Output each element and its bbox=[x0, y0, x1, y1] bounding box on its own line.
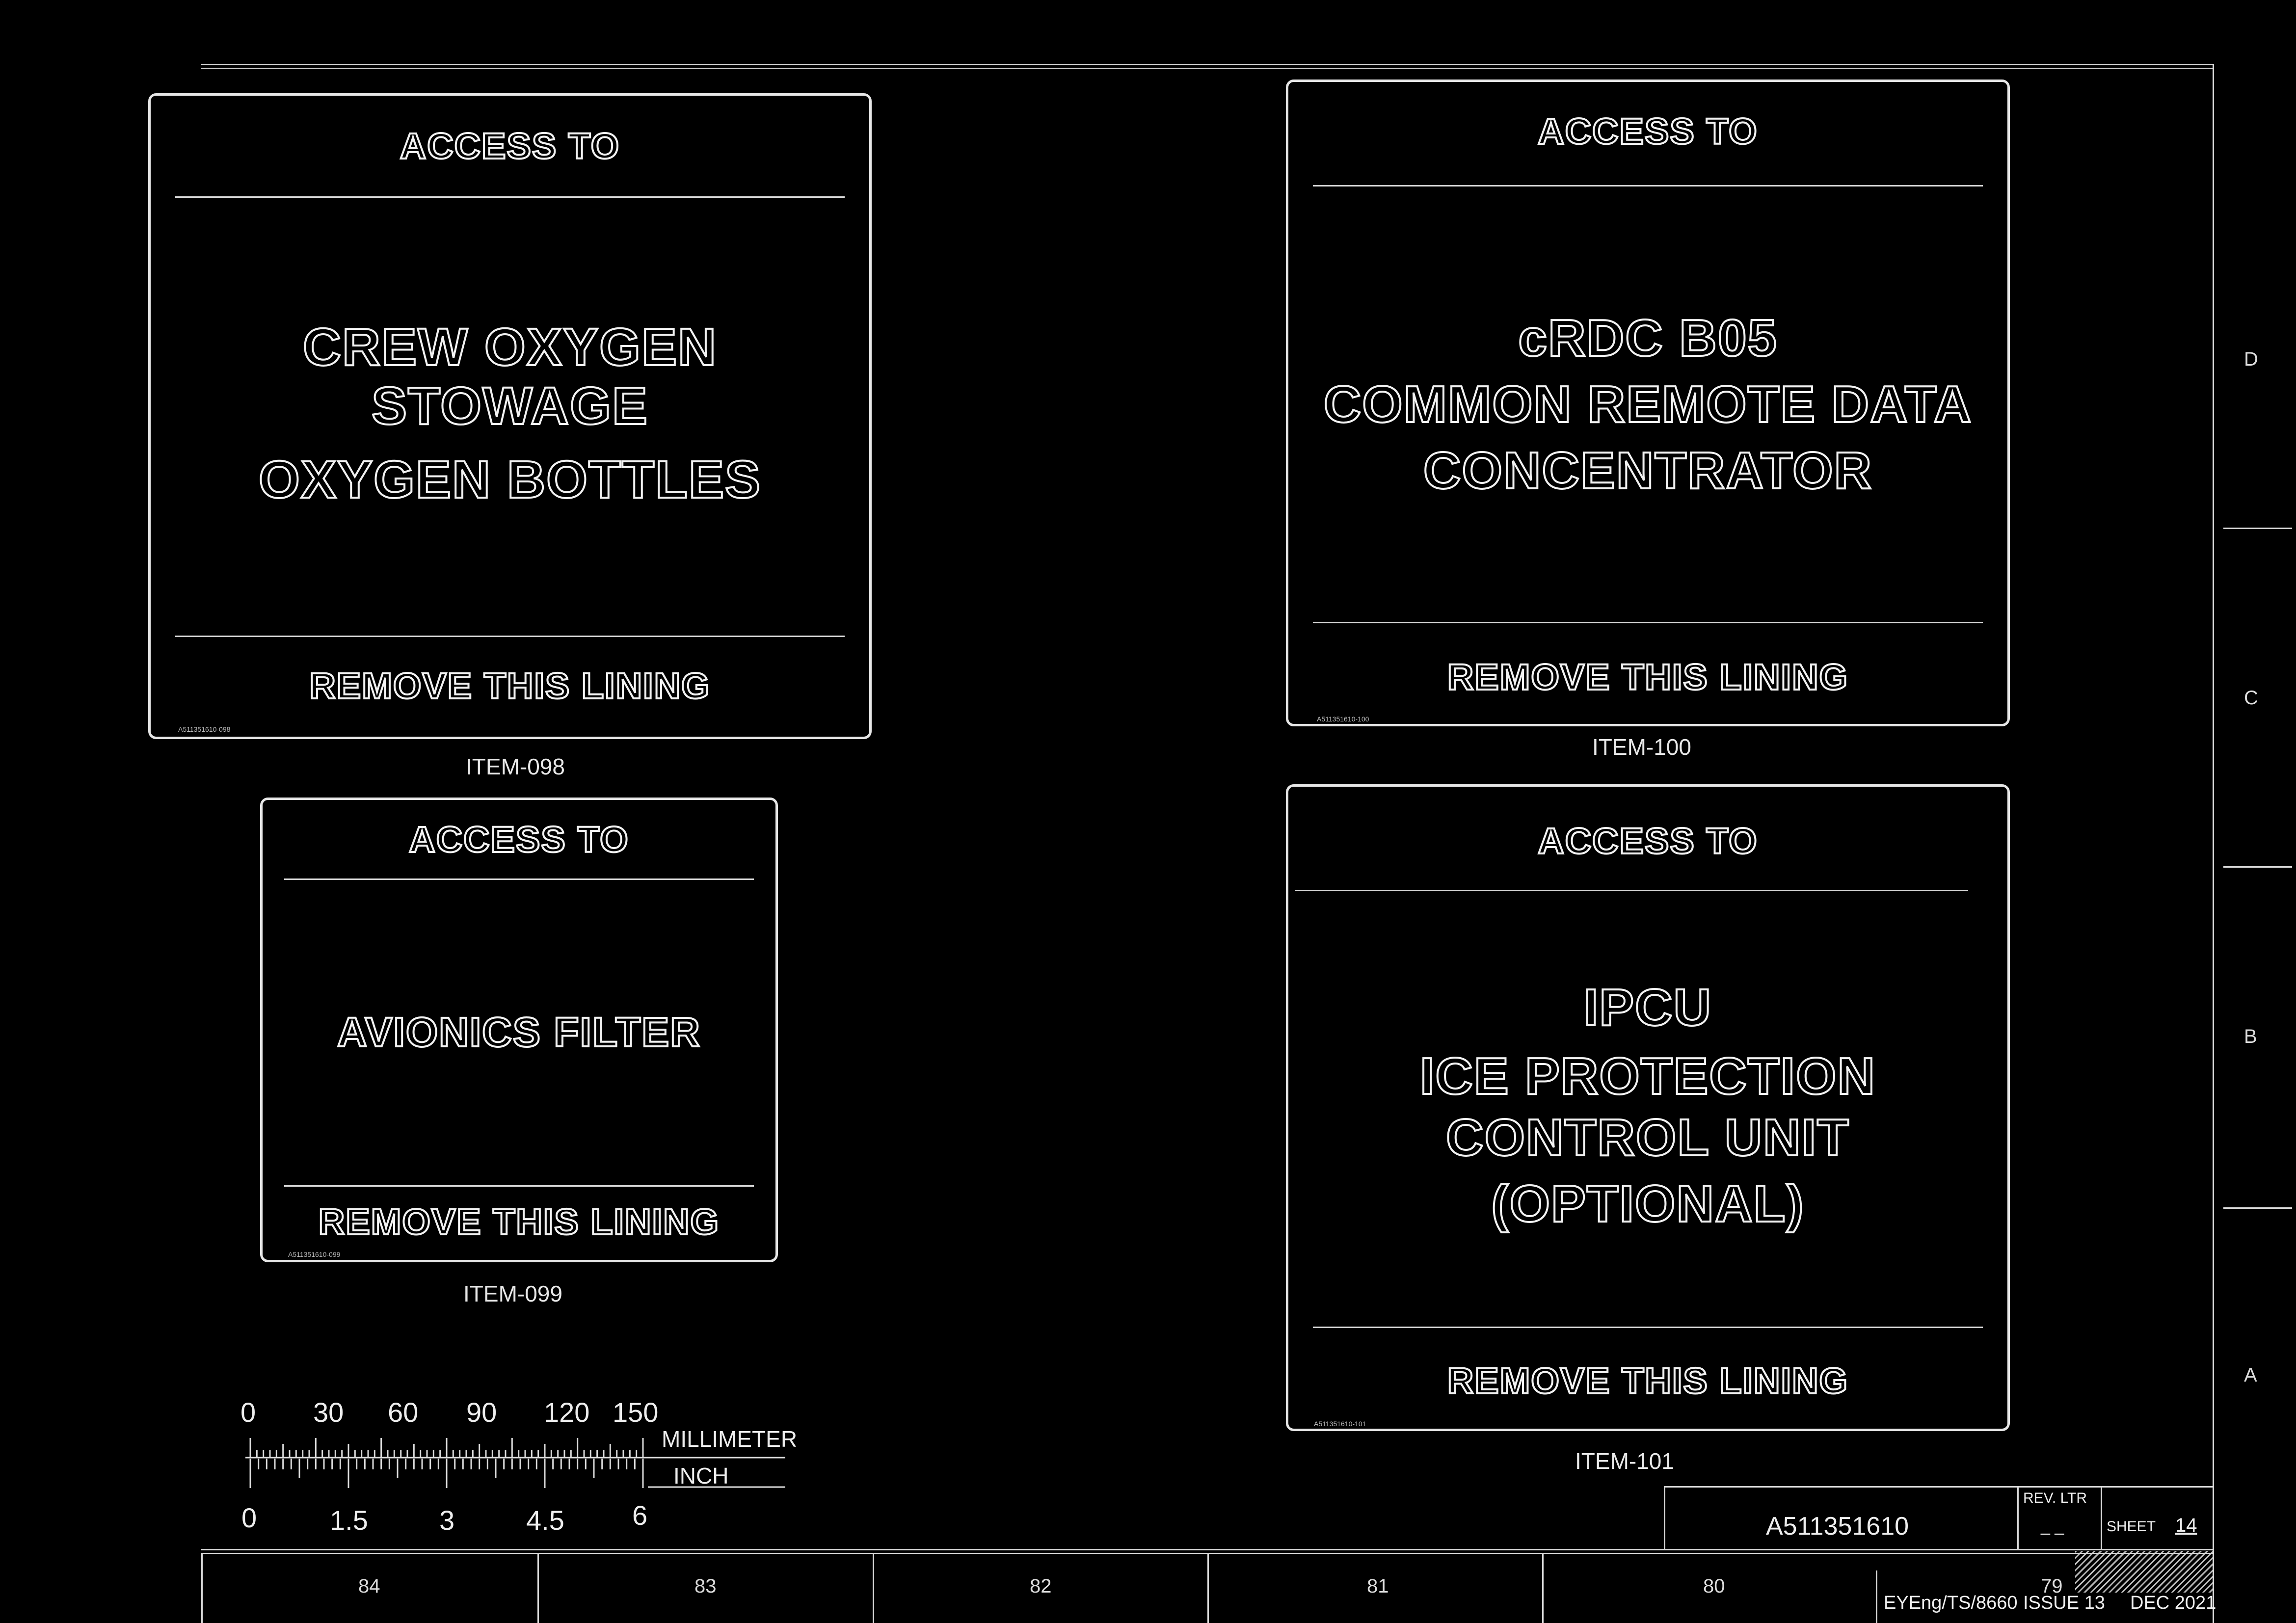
label-item-099: ACCESS TO AVIONICS FILTER REMOVE THIS LI… bbox=[260, 798, 778, 1262]
bottom-border bbox=[201, 1549, 2214, 1550]
ruler-mm-tick: 30 bbox=[313, 1397, 344, 1428]
zone-strip-divider bbox=[201, 1553, 203, 1623]
label-code: A511351610-098 bbox=[178, 725, 231, 733]
ruler-scale-graphic bbox=[245, 1438, 785, 1488]
zone-number-84: 84 bbox=[358, 1575, 380, 1597]
title-block-divider bbox=[2101, 1486, 2102, 1549]
label-divider-top bbox=[175, 196, 845, 198]
label-item-100: ACCESS TO cRDC B05 COMMON REMOTE DATA CO… bbox=[1286, 80, 2010, 726]
issue-number: ISSUE 13 bbox=[2023, 1593, 2105, 1613]
zone-letter-a: A bbox=[2244, 1364, 2257, 1386]
zone-strip-divider bbox=[1207, 1553, 1209, 1623]
sheet-label: SHEET bbox=[2107, 1518, 2156, 1535]
label-body-line: ICE PROTECTION bbox=[1419, 1046, 1876, 1106]
ruler-mm-tick: 0 bbox=[240, 1397, 256, 1428]
ruler-inch-tick: 3 bbox=[439, 1505, 455, 1536]
zone-number-82: 82 bbox=[1030, 1575, 1052, 1597]
right-border bbox=[2213, 64, 2214, 1623]
rev-ltr-value: _ _ bbox=[2041, 1517, 2064, 1535]
ruler-inch-label: INCH bbox=[673, 1463, 729, 1489]
zone-number-81: 81 bbox=[1367, 1575, 1389, 1597]
label-divider-bottom bbox=[175, 636, 845, 637]
label-code: A511351610-101 bbox=[1314, 1420, 1366, 1428]
zone-divider bbox=[2223, 866, 2292, 868]
label-divider-top bbox=[1295, 890, 1968, 891]
ruler-inch-tick: 4.5 bbox=[526, 1505, 564, 1536]
label-body-line: (OPTIONAL) bbox=[1490, 1174, 1805, 1234]
zone-letter-b: B bbox=[2244, 1026, 2257, 1047]
drawing-number: A511351610 bbox=[1766, 1512, 1909, 1541]
rev-ltr-label: REV. LTR bbox=[2023, 1490, 2087, 1506]
label-body-line: CREW OXYGEN bbox=[302, 316, 718, 377]
ruler-inch-tick: 6 bbox=[632, 1500, 648, 1531]
title-block-divider bbox=[2017, 1486, 2019, 1549]
document-reference: EYEng/TS/8660 bbox=[1884, 1593, 2018, 1613]
title-block-top bbox=[1664, 1486, 2214, 1488]
zone-strip-divider bbox=[1876, 1570, 1877, 1623]
label-header: ACCESS TO bbox=[408, 818, 629, 861]
ruler-mm-label: MILLIMETER bbox=[662, 1426, 798, 1452]
label-body-line: COMMON REMOTE DATA bbox=[1323, 374, 1973, 434]
zone-strip-divider bbox=[537, 1553, 539, 1623]
title-block-left bbox=[1664, 1486, 1665, 1549]
label-header: ACCESS TO bbox=[399, 125, 620, 167]
label-divider-top bbox=[284, 878, 754, 880]
ruler-inch-tick: 0 bbox=[241, 1502, 257, 1533]
zone-divider bbox=[2223, 1207, 2292, 1209]
zone-strip-divider bbox=[1542, 1553, 1544, 1623]
label-footer: REMOVE THIS LINING bbox=[1446, 1359, 1849, 1402]
label-body-line: cRDC B05 bbox=[1517, 308, 1778, 368]
label-divider-bottom bbox=[284, 1185, 754, 1187]
issue-date: DEC 2021 bbox=[2130, 1593, 2216, 1613]
item-caption: ITEM-099 bbox=[463, 1281, 562, 1306]
label-divider-top bbox=[1313, 185, 1983, 186]
label-footer: REMOVE THIS LINING bbox=[1446, 656, 1849, 698]
ruler-inch-tick: 1.5 bbox=[330, 1505, 368, 1536]
zone-number-80: 80 bbox=[1703, 1575, 1725, 1597]
ruler-mm-tick: 150 bbox=[613, 1397, 659, 1428]
item-caption: ITEM-100 bbox=[1592, 734, 1691, 760]
zone-divider bbox=[2223, 528, 2292, 529]
item-caption: ITEM-101 bbox=[1575, 1448, 1674, 1474]
label-code: A511351610-100 bbox=[1317, 715, 1369, 723]
sheet-number: 14 bbox=[2175, 1515, 2197, 1536]
top-border-inner bbox=[201, 68, 2214, 69]
label-header: ACCESS TO bbox=[1537, 820, 1758, 862]
zone-letter-c: C bbox=[2244, 687, 2258, 709]
label-footer: REMOVE THIS LINING bbox=[318, 1200, 720, 1243]
top-border bbox=[201, 64, 2214, 65]
label-body-line: AVIONICS FILTER bbox=[336, 1008, 701, 1056]
label-body-line: IPCU bbox=[1583, 978, 1712, 1038]
label-header: ACCESS TO bbox=[1537, 110, 1758, 153]
ruler-mm-tick: 90 bbox=[466, 1397, 497, 1428]
label-divider-bottom bbox=[1313, 1327, 1983, 1328]
label-footer: REMOVE THIS LINING bbox=[308, 665, 711, 707]
label-item-101: ACCESS TO IPCU ICE PROTECTION CONTROL UN… bbox=[1286, 784, 2010, 1431]
zone-strip-divider bbox=[873, 1553, 874, 1623]
zone-letter-d: D bbox=[2244, 348, 2258, 370]
label-body-line: STOWAGE bbox=[371, 375, 649, 436]
label-code: A511351610-099 bbox=[288, 1251, 341, 1258]
label-item-098: ACCESS TO CREW OXYGEN STOWAGE OXYGEN BOT… bbox=[148, 93, 872, 739]
label-body-line: CONCENTRATOR bbox=[1422, 441, 1873, 501]
ruler-mm-tick: 120 bbox=[544, 1397, 590, 1428]
hatched-block bbox=[2075, 1551, 2213, 1593]
item-caption: ITEM-098 bbox=[466, 754, 565, 779]
label-divider-bottom bbox=[1313, 622, 1983, 623]
zone-number-83: 83 bbox=[694, 1575, 717, 1597]
zone-number-79: 79 bbox=[2041, 1575, 2063, 1597]
label-body-line: OXYGEN BOTTLES bbox=[258, 449, 762, 510]
ruler-mm-tick: 60 bbox=[388, 1397, 419, 1428]
label-body-line: CONTROL UNIT bbox=[1445, 1108, 1850, 1168]
